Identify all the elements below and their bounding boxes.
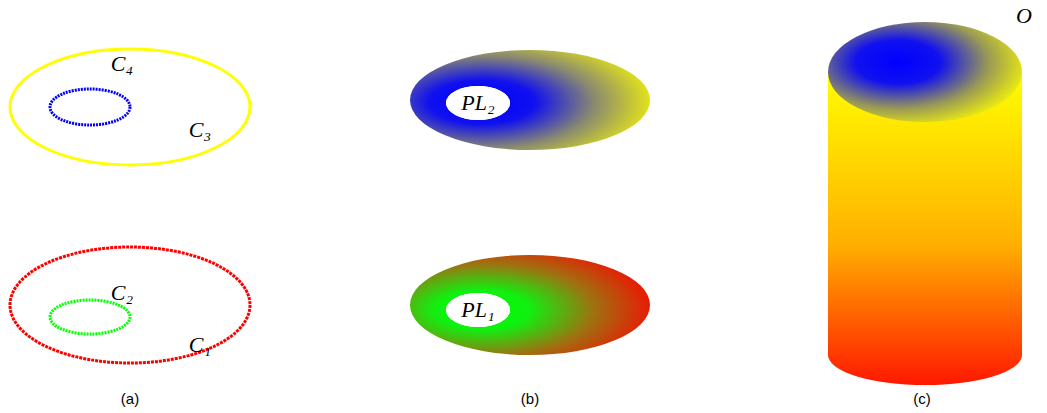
curve-label: C₁ [189, 334, 211, 356]
cylinder-top [828, 22, 1022, 122]
curve-label: O [1016, 5, 1032, 27]
planar-layer [410, 255, 650, 355]
curve-label: PL₁ [461, 299, 494, 321]
curve-label: PL₂ [461, 92, 494, 114]
curve-label: C₃ [189, 119, 211, 141]
curve-label: C₄ [111, 53, 133, 75]
panel-caption: (c) [913, 391, 931, 406]
inner-curve [50, 89, 130, 125]
panel-caption: (b) [521, 391, 539, 406]
outer-curve [10, 49, 250, 165]
inner-curve [50, 300, 130, 334]
outer-curve [10, 247, 250, 363]
planar-layer [410, 50, 650, 150]
panel-caption: (a) [121, 391, 139, 406]
layer-hole [446, 86, 510, 120]
curve-label: C₂ [111, 282, 133, 304]
layer-hole [446, 293, 510, 327]
